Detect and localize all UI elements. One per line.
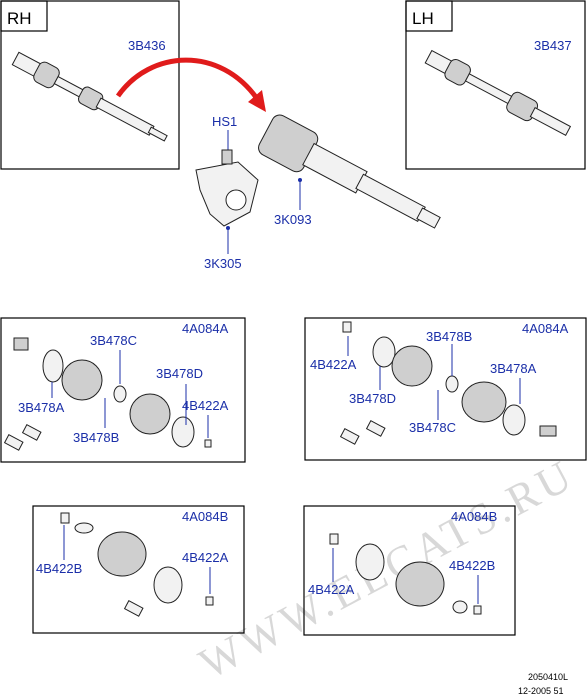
lh-driveshaft-drawing	[424, 49, 572, 136]
right-kit-label-3: 3B478D	[349, 391, 396, 406]
arrow-head	[248, 90, 266, 112]
lh-part-label: 3B437	[534, 38, 572, 53]
right-kit-panel: 4A084A 3B478B 4B422A 3B478A 3B478D 3B478…	[304, 317, 587, 461]
right-kit-code: 4A084A	[522, 321, 569, 336]
lower-left-label-1: 4B422A	[182, 550, 229, 565]
lower-left-kit-panel: 4A084B 4B422B 4B422A	[32, 505, 245, 634]
lower-right-kit-panel: 4A084B 4B422B 4B422A	[303, 505, 516, 636]
rh-part-label: 3B436	[128, 38, 166, 53]
lower-left-kit-code: 4A084B	[182, 509, 228, 524]
center-assembly: HS1 3K093 3K305	[195, 114, 441, 271]
intermediate-shaft-drawing	[258, 114, 441, 229]
left-kit-label-0: 3B478C	[90, 333, 137, 348]
lh-panel: LH 3B437	[405, 0, 586, 170]
lower-left-kit-parts	[60, 512, 214, 617]
right-kit-label-1: 4B422A	[310, 357, 357, 372]
footer-code: 2050410L	[528, 672, 568, 682]
shaft-label: 3K093	[274, 212, 312, 227]
right-kit-label-2: 3B478A	[490, 361, 537, 376]
lower-right-kit-code: 4A084B	[451, 509, 497, 524]
lower-right-label-1: 4B422A	[308, 582, 355, 597]
right-kit-label-4: 3B478C	[409, 420, 456, 435]
watermark: WWW.ELCATS.RU	[191, 450, 582, 689]
left-kit-code: 4A084A	[182, 321, 229, 336]
rh-panel: RH 3B436	[0, 0, 180, 170]
support-bracket-drawing	[195, 149, 259, 227]
bolt-label: HS1	[212, 114, 237, 129]
lh-label: LH	[412, 9, 434, 28]
transfer-arrow	[115, 57, 261, 102]
rh-driveshaft-drawing	[11, 51, 168, 142]
bracket-label: 3K305	[204, 256, 242, 271]
left-kit-panel: 4A084A 3B478C 3B478D 3B478A 3B478B 4B422…	[0, 317, 246, 463]
left-kit-label-3: 3B478B	[73, 430, 119, 445]
rh-label: RH	[7, 9, 32, 28]
right-kit-parts	[339, 321, 557, 445]
footer-date: 12-2005 51	[518, 686, 564, 696]
lower-right-kit-parts	[329, 533, 482, 615]
left-kit-label-2: 3B478A	[18, 400, 65, 415]
left-kit-parts	[3, 337, 212, 451]
right-kit-label-0: 3B478B	[426, 329, 472, 344]
lower-left-label-0: 4B422B	[36, 561, 82, 576]
left-kit-label-4: 4B422A	[182, 398, 229, 413]
left-kit-label-1: 3B478D	[156, 366, 203, 381]
lower-right-label-0: 4B422B	[449, 558, 495, 573]
